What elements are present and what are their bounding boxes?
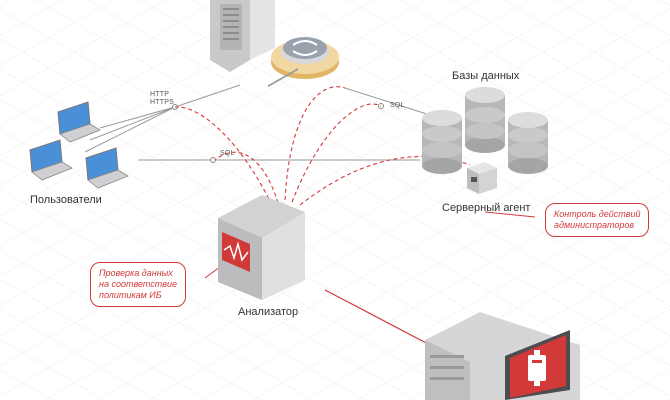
callout-admin-control: Контроль действий администраторов <box>545 203 650 237</box>
callout-line: администраторов <box>554 220 635 230</box>
link-users-mid <box>89 106 176 141</box>
callout-line: политикам ИБ <box>99 290 162 300</box>
analyzer-label: Анализатор <box>238 306 299 318</box>
server-agent-label: Серверный агент <box>442 202 531 214</box>
laptop-icon <box>57 101 101 143</box>
callout-line: Контроль действий <box>554 209 641 219</box>
server-agent-icon <box>467 162 497 194</box>
link-users-low <box>84 106 176 153</box>
database-icon <box>508 112 548 174</box>
laptop-icon <box>85 147 129 189</box>
tap-app-server <box>284 86 346 201</box>
link-web-server <box>174 84 241 108</box>
callout-pointer-admin <box>484 211 536 218</box>
database-icon <box>465 87 505 153</box>
callout-line: на соответствие <box>99 279 177 289</box>
protocol-sql-mid: SQL <box>220 150 235 157</box>
link-analyzer-console <box>324 289 431 346</box>
databases-label: Базы данных <box>452 70 520 82</box>
tap-sql-top <box>291 103 382 203</box>
link-sql-server-db <box>344 87 431 116</box>
tap-http <box>174 106 273 206</box>
tap-server-agent <box>299 155 471 206</box>
link-users-top <box>99 106 176 129</box>
protocol-http: HTTP <box>150 91 170 98</box>
laptop-icon <box>29 139 73 181</box>
sync-gear-icon <box>271 37 339 79</box>
monitoring-links <box>174 86 471 206</box>
protocol-https: HTTPS <box>150 99 174 106</box>
network-links <box>84 84 431 161</box>
analyzer-server-icon <box>218 67 305 300</box>
users-label: Пользователи <box>30 194 102 206</box>
database-icon <box>422 110 462 174</box>
protocol-sql-top: SQL <box>390 102 405 109</box>
app-server-icon <box>210 0 275 72</box>
junction-dot-sql-mid <box>210 157 216 163</box>
callout-policy-check: Проверка данных на соответствие политика… <box>90 262 186 307</box>
console-server-icon <box>425 312 580 400</box>
callout-line: Проверка данных <box>99 268 173 278</box>
